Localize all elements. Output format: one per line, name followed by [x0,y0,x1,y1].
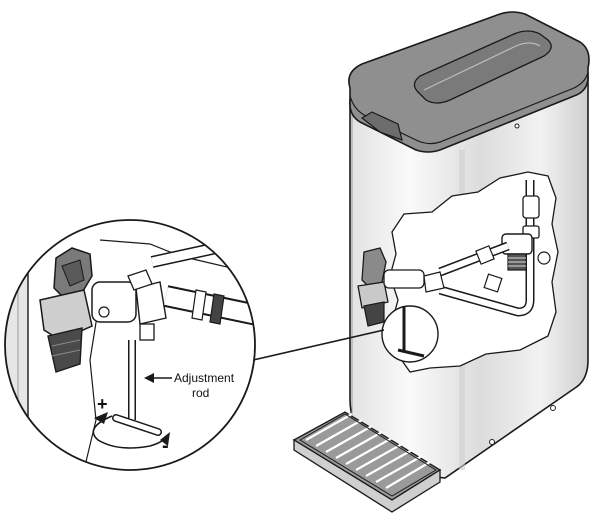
magnified-detail: + - Adjustment rod [4,219,256,471]
magnifier-ring [4,219,256,471]
rotation-arrow-icon [92,412,170,449]
callout-source-circle [381,305,439,363]
screw-icon [550,405,556,411]
screw-icon [489,439,495,445]
tank-lid [348,11,590,153]
callout-connector-line [252,329,385,361]
plus-sign: + [97,394,108,414]
faucet-icon [357,247,445,327]
callout-label-line1: Adjustment [174,371,235,385]
cutaway-view [381,171,559,373]
drip-tray [292,411,442,513]
label-leader-arrow [144,373,172,383]
solenoid-valve-icon [501,233,551,271]
callout-label-line2: rod [192,386,209,400]
drip-grate [305,413,431,489]
screw-icon [514,123,520,129]
minus-sign: - [162,435,169,457]
